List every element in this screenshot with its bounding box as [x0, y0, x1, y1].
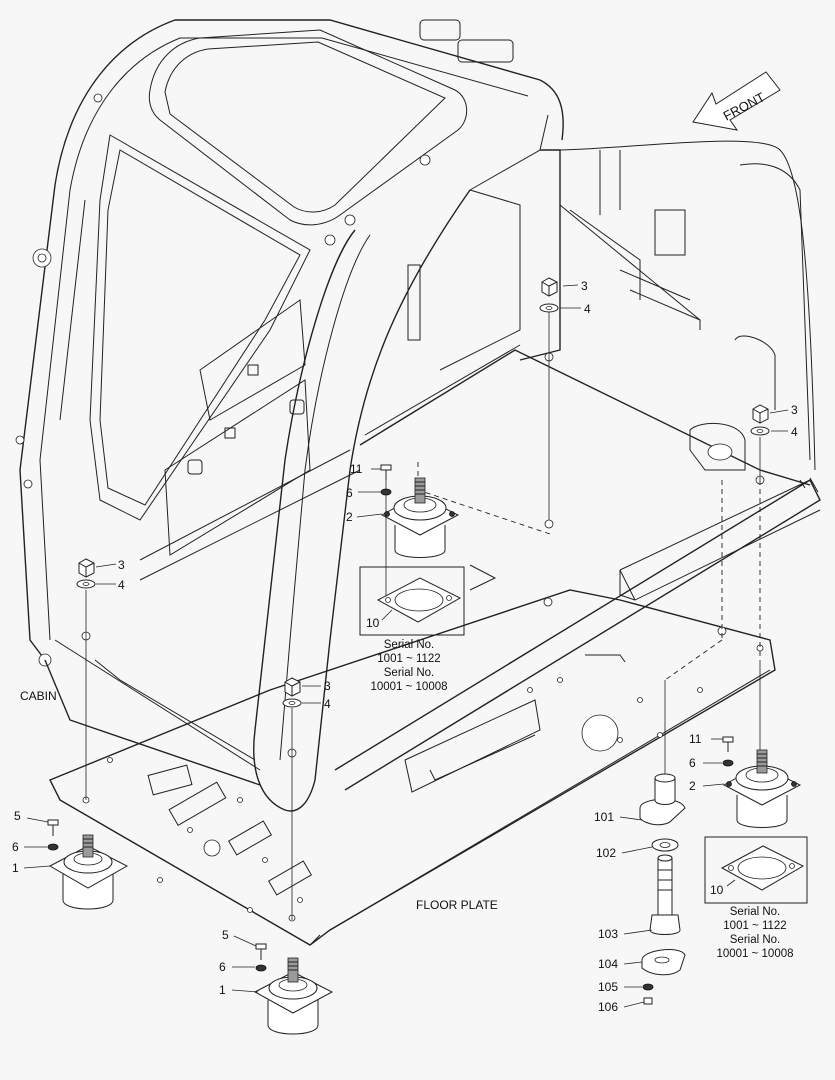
- callout-3: 3: [118, 558, 125, 572]
- callout-102: 102: [596, 846, 616, 860]
- callout-5: 5: [14, 809, 21, 823]
- bolt-set-bottom: [255, 943, 267, 972]
- callout-105: 105: [598, 980, 618, 994]
- callout-10: 10: [710, 883, 724, 897]
- bolt-set-center: [380, 464, 392, 496]
- bolt-set-left: [47, 819, 59, 851]
- callout-3: 3: [581, 279, 588, 293]
- callout-1: 1: [219, 983, 226, 997]
- callout-labels: 3 4 3 4 11 6 2 10 3 4 3 4 5 6 1 5 6 1 11…: [12, 279, 798, 1014]
- serial-line: 10001 ~ 10008: [370, 681, 447, 693]
- serial-line: 1001 ~ 1122: [377, 653, 440, 665]
- bolt-set-right: [722, 736, 734, 767]
- callout-6: 6: [12, 840, 19, 854]
- callout-4: 4: [118, 578, 125, 592]
- serial-line: 10001 ~ 10008: [716, 948, 793, 960]
- washer-icon: [722, 759, 734, 767]
- callout-5: 5: [222, 928, 229, 942]
- cabin-label: CABIN: [20, 689, 57, 703]
- front-direction-arrow: FRONT: [692, 71, 781, 131]
- callout-101: 101: [594, 810, 614, 824]
- bolt-icon: [47, 819, 59, 826]
- callout-2: 2: [346, 510, 353, 524]
- serial-note-center: Serial No. 1001 ~ 1122 Serial No. 10001 …: [370, 639, 447, 693]
- nut-washer-set-left: [76, 558, 96, 589]
- serial-line: Serial No.: [730, 934, 781, 946]
- washer-icon: [642, 983, 654, 991]
- callout-6: 6: [219, 960, 226, 974]
- callout-leaders: [23, 284, 789, 1008]
- rubber-mount-left: [48, 834, 129, 910]
- serial-note-right: Serial No. 1001 ~ 1122 Serial No. 10001 …: [716, 906, 793, 960]
- callout-3: 3: [324, 679, 331, 693]
- callout-4: 4: [791, 425, 798, 439]
- callout-3: 3: [791, 403, 798, 417]
- callout-11: 11: [689, 732, 702, 746]
- callout-106: 106: [598, 1000, 618, 1014]
- washer-icon: [380, 488, 392, 496]
- callout-103: 103: [598, 927, 618, 941]
- cabin-frame: [15, 19, 821, 946]
- callout-104: 104: [598, 957, 618, 971]
- stopper-bracket: [639, 798, 686, 826]
- spacer-plate-detail-right: [704, 836, 808, 904]
- floor-plate-label: FLOOR PLATE: [416, 898, 498, 912]
- callout-10: 10: [366, 616, 380, 630]
- nut-washer-set-right: [750, 404, 770, 436]
- callout-11: 11: [350, 462, 363, 476]
- callout-6: 6: [346, 486, 353, 500]
- callout-4: 4: [584, 302, 591, 316]
- serial-line: Serial No.: [384, 667, 435, 679]
- callout-2: 2: [689, 779, 696, 793]
- serial-line: Serial No.: [384, 639, 435, 651]
- serial-line: 1001 ~ 1122: [723, 920, 786, 932]
- bolt-icon: [643, 997, 653, 1005]
- stopper-bolt: [657, 858, 673, 916]
- bolt-icon: [380, 464, 392, 471]
- serial-line: Serial No.: [730, 906, 781, 918]
- callout-6: 6: [689, 756, 696, 770]
- rubber-mount-right: [722, 749, 802, 828]
- assembly-center-lines: [85, 310, 761, 920]
- washer-icon: [47, 843, 59, 851]
- stopper-assembly: [639, 773, 686, 1005]
- nut-washer-set-mid: [282, 677, 302, 708]
- bolt-icon: [722, 736, 734, 743]
- callout-4: 4: [324, 697, 331, 711]
- rubber-mount-bottom: [253, 957, 334, 1035]
- nut-washer-set-right-top: [539, 277, 559, 313]
- rubber-mount-center: [380, 477, 460, 558]
- callout-1: 1: [12, 861, 19, 875]
- washer-icon: [255, 964, 267, 972]
- bolt-icon: [255, 943, 267, 950]
- spacer-plate-detail-center: [359, 566, 465, 636]
